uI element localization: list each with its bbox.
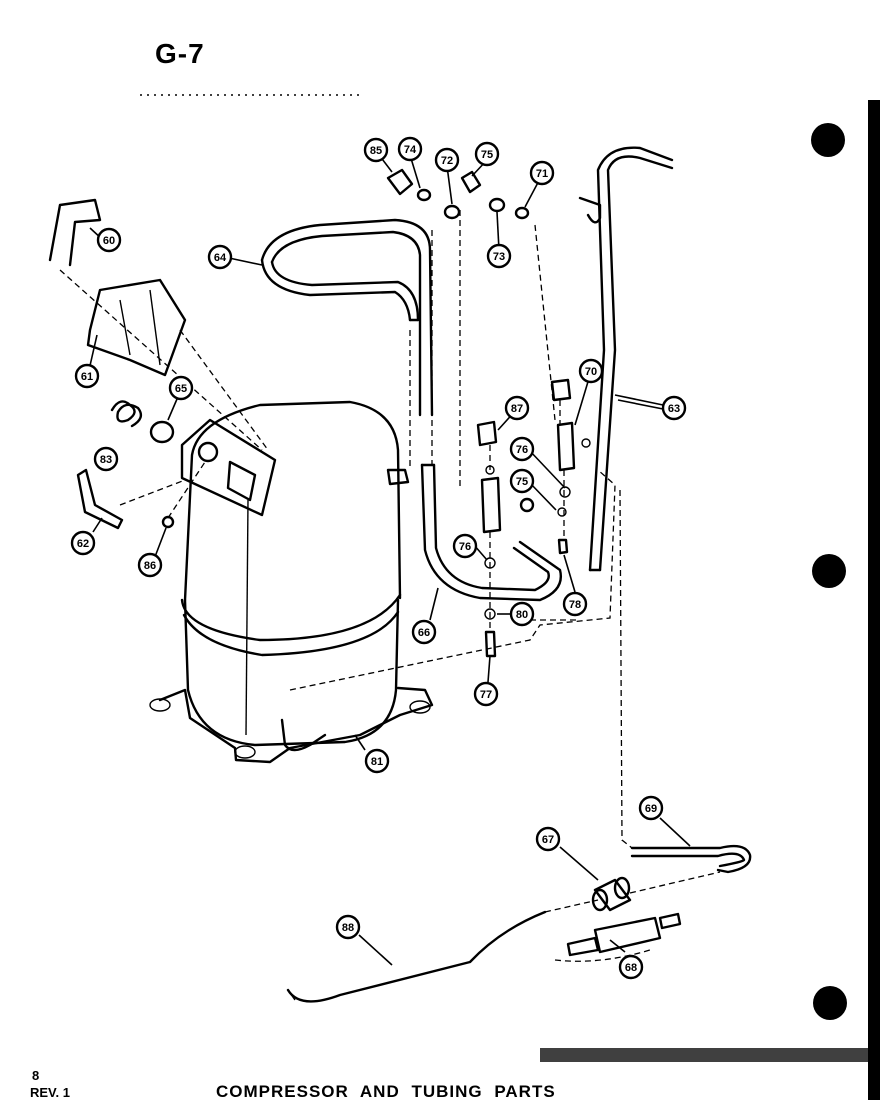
figure-caption: COMPRESSOR AND TUBING PARTS bbox=[216, 1082, 556, 1101]
svg-text:76: 76 bbox=[459, 541, 471, 553]
callout-69: 69 bbox=[638, 795, 664, 821]
callout-86: 86 bbox=[137, 552, 163, 578]
sheet-title: G-7 bbox=[155, 38, 205, 69]
svg-text:70: 70 bbox=[585, 366, 597, 378]
washer-74 bbox=[416, 188, 432, 202]
suction-tube-66 bbox=[420, 463, 562, 602]
scan-edge-marks bbox=[140, 94, 880, 1100]
callout-73: 73 bbox=[486, 243, 512, 269]
svg-text:64: 64 bbox=[214, 252, 227, 264]
svg-text:75: 75 bbox=[481, 149, 493, 161]
callout-83: 83 bbox=[93, 446, 119, 472]
cap-65 bbox=[149, 420, 175, 444]
capillary-88 bbox=[286, 910, 547, 1003]
svg-text:60: 60 bbox=[103, 235, 115, 247]
svg-text:63: 63 bbox=[668, 403, 680, 415]
nut-86 bbox=[161, 515, 175, 529]
svg-text:62: 62 bbox=[77, 538, 89, 550]
callout-72: 72 bbox=[434, 147, 460, 173]
svg-text:73: 73 bbox=[493, 251, 505, 263]
svg-text:80: 80 bbox=[516, 609, 528, 621]
svg-text:85: 85 bbox=[370, 145, 382, 157]
svg-text:87: 87 bbox=[511, 403, 523, 415]
ring-72 bbox=[443, 204, 461, 220]
svg-text:72: 72 bbox=[441, 155, 453, 167]
callout-85-top: 85 bbox=[363, 137, 389, 163]
washer-73 bbox=[488, 197, 506, 213]
svg-text:71: 71 bbox=[536, 168, 548, 180]
fitting-75a bbox=[460, 170, 482, 194]
callout-81: 81 bbox=[364, 748, 390, 774]
svg-text:67: 67 bbox=[542, 834, 554, 846]
terminal-cover bbox=[86, 278, 187, 377]
svg-text:77: 77 bbox=[480, 689, 492, 701]
page-number: 8 bbox=[32, 1068, 40, 1083]
callout-65: 65 bbox=[168, 375, 194, 401]
callout-75-mid: 75 bbox=[509, 468, 535, 494]
callout-80: 80 bbox=[509, 601, 535, 627]
clamp-62 bbox=[76, 468, 124, 530]
strainer-68 bbox=[566, 912, 682, 957]
svg-text:68: 68 bbox=[625, 962, 637, 974]
tube-83 bbox=[578, 146, 674, 572]
svg-text:88: 88 bbox=[342, 922, 354, 934]
spring-63 bbox=[110, 400, 143, 428]
callout-67: 67 bbox=[535, 826, 561, 852]
tube-69 bbox=[630, 844, 752, 874]
bracket-60 bbox=[48, 198, 102, 267]
callout-88: 88 bbox=[335, 914, 361, 940]
callout-64: 64 bbox=[207, 244, 233, 270]
callout-66: 66 bbox=[411, 619, 437, 645]
valve-70 bbox=[550, 378, 591, 472]
callout-71: 71 bbox=[529, 160, 555, 186]
callout-leaders bbox=[88, 154, 691, 966]
revision-label: REV. 1 bbox=[30, 1085, 70, 1100]
svg-text:69: 69 bbox=[645, 803, 657, 815]
callout-77: 77 bbox=[473, 681, 499, 707]
callout-61: 61 bbox=[74, 363, 100, 389]
svg-text:78: 78 bbox=[569, 599, 581, 611]
callout-70: 70 bbox=[578, 358, 604, 384]
callout-78: 78 bbox=[562, 591, 588, 617]
callout-68: 68 bbox=[618, 954, 644, 980]
svg-text:83: 83 bbox=[100, 454, 112, 466]
fitting-85 bbox=[386, 168, 414, 196]
callout-76-lower: 76 bbox=[452, 533, 478, 559]
svg-text:75: 75 bbox=[516, 476, 528, 488]
ring-71 bbox=[514, 206, 530, 220]
svg-text:81: 81 bbox=[371, 756, 383, 768]
callout-62: 62 bbox=[70, 530, 96, 556]
callout-87: 87 bbox=[504, 395, 530, 421]
svg-text:86: 86 bbox=[144, 560, 156, 572]
small-fittings bbox=[484, 486, 571, 658]
svg-text:76: 76 bbox=[516, 444, 528, 456]
svg-text:65: 65 bbox=[175, 383, 187, 395]
svg-text:74: 74 bbox=[404, 144, 417, 156]
svg-text:66: 66 bbox=[418, 627, 430, 639]
valve-87 bbox=[476, 420, 502, 534]
callout-63-right: 63 bbox=[661, 395, 687, 421]
svg-text:61: 61 bbox=[81, 371, 93, 383]
callout-75-top: 75 bbox=[474, 141, 500, 167]
callout-60: 60 bbox=[96, 227, 122, 253]
discharge-tube-64 bbox=[260, 218, 434, 417]
callout-76-upper: 76 bbox=[509, 436, 535, 462]
callout-74: 74 bbox=[397, 136, 423, 162]
drier-67 bbox=[591, 876, 632, 912]
compressor bbox=[149, 400, 434, 764]
assembly-guide-lines bbox=[59, 210, 721, 962]
